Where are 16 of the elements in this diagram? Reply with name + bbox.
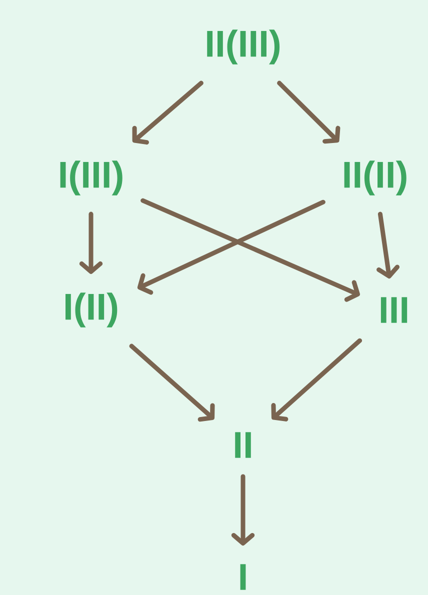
- arrow: [376, 212, 400, 279]
- arrow: [140, 198, 360, 302]
- arrow: [231, 474, 255, 546]
- arrow: [277, 80, 340, 144]
- arrow: [129, 344, 215, 422]
- numeral-label: I(III): [60, 160, 122, 196]
- numeral-label: I: [240, 564, 246, 590]
- arrow: [137, 200, 326, 295]
- arrow: [271, 338, 362, 422]
- arrow: [79, 212, 103, 274]
- numeral-label: II(III): [207, 30, 280, 64]
- numeral-label: II: [235, 432, 251, 458]
- numeral-label: III: [380, 297, 408, 323]
- numeral-label: II(II): [344, 160, 406, 196]
- arrow: [132, 80, 204, 145]
- numeral-label: I(II): [66, 292, 118, 328]
